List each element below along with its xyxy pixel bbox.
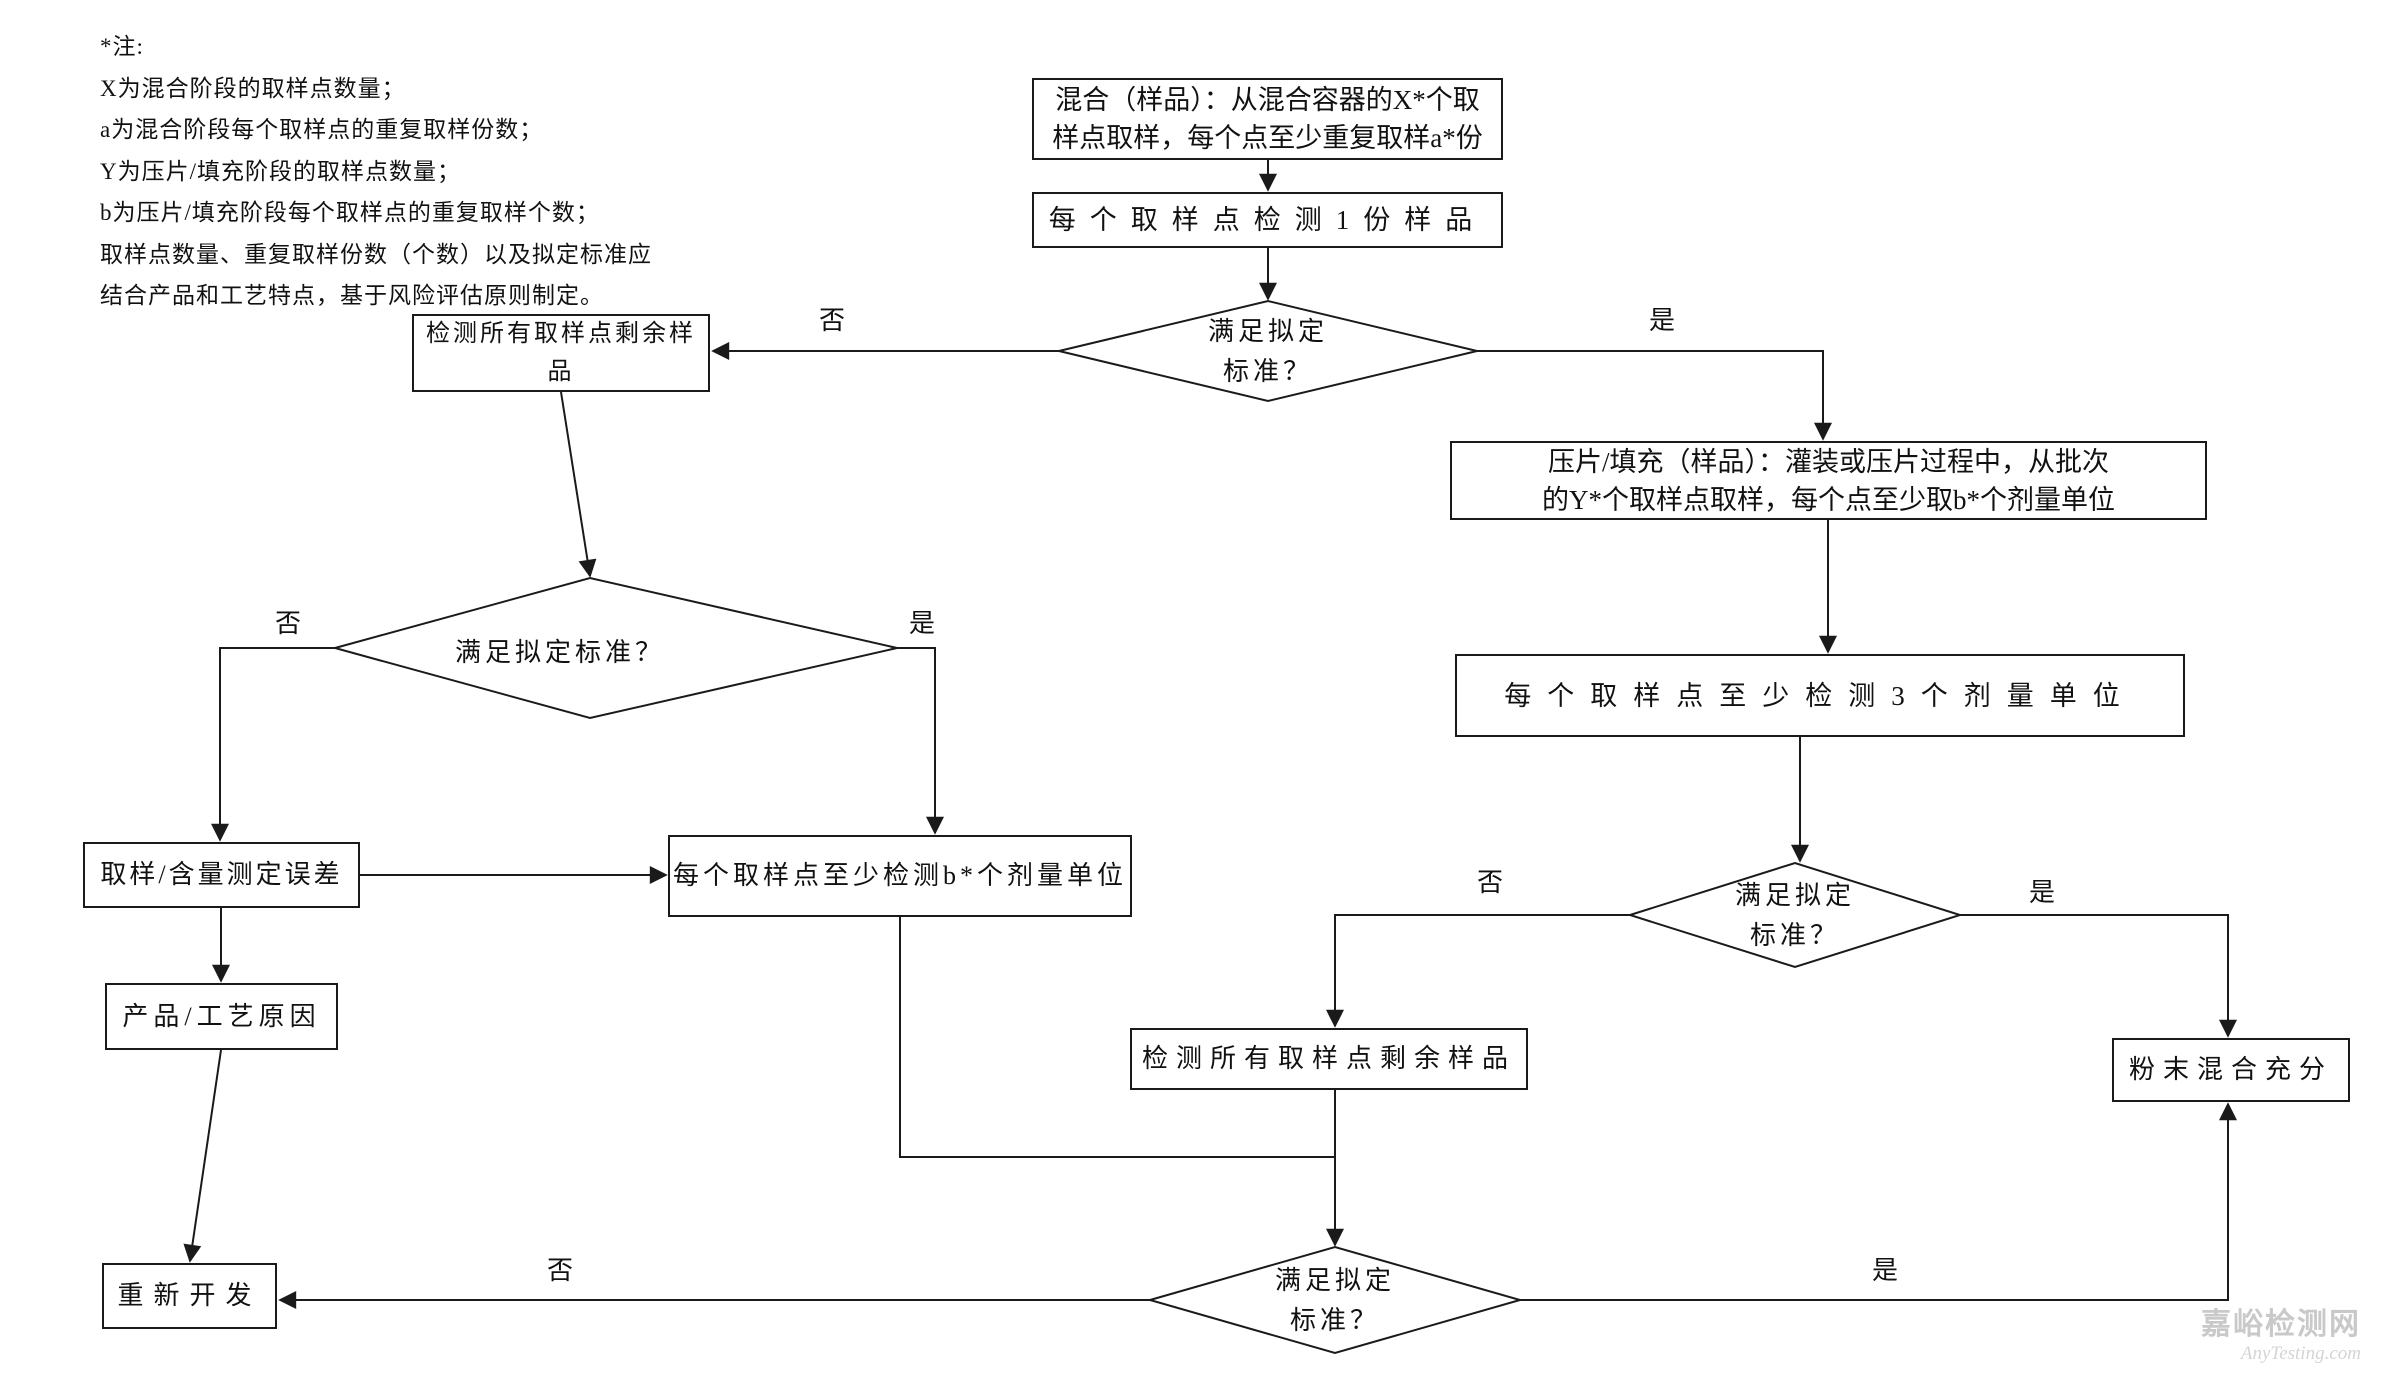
edge-remaining-to-decision2 [560, 391, 597, 578]
node-test-three-units: 每个取样点至少检测3个剂量单位 [1455, 654, 2185, 737]
node-test-remaining-top: 检测所有取样点剩余样品 [412, 314, 710, 392]
footnote-line: *注: [100, 34, 144, 59]
footnotes: *注: X为混合阶段的取样点数量； a为混合阶段每个取样点的重复取样份数； Y为… [100, 26, 652, 317]
node-sampling-assay-error: 取样/含量测定误差 [83, 842, 360, 908]
edge-reason-to-redevelop [183, 1049, 222, 1263]
edge-label-no-4: 否 [546, 1256, 573, 1285]
edge-label-yes-2: 是 [908, 609, 935, 638]
edge-decision3-yes [1960, 914, 2237, 1038]
edge-decision4-yes [1520, 1102, 2237, 1301]
edge-decision2-yes [897, 647, 944, 835]
node-mix-sample: 混合（样品）：从混合容器的X*个取 样点取样，每个点至少重复取样a*份 [1032, 78, 1503, 160]
node-test-one-sample: 每个取样点检测1份样品 [1032, 192, 1503, 248]
edge-label-yes-4: 是 [1871, 1256, 1898, 1285]
node-test-remaining-bottom: 检测所有取样点剩余样品 [1130, 1028, 1528, 1090]
decision-label-3: 满足拟定 标准？ [1734, 881, 1855, 950]
watermark-en: AnyTesting.com [2240, 1343, 2361, 1365]
edge-decision1-yes [1477, 350, 1832, 441]
edge-label-no-2: 否 [274, 609, 301, 638]
watermark-cn: 嘉峪检测网 [2201, 1308, 2361, 1342]
edge-label-no-1: 否 [818, 306, 845, 335]
node-product-process-reason: 产品/工艺原因 [105, 983, 338, 1050]
decision-label-1: 满足拟定 标准？ [1207, 317, 1328, 386]
edge-decision2-no [211, 647, 335, 842]
node-test-b-units: 每个取样点至少检测b*个剂量单位 [668, 835, 1132, 917]
decision-label-4: 满足拟定 标准？ [1274, 1266, 1395, 1335]
decision-label-2: 满足拟定标准？ [454, 638, 665, 667]
edge-label-yes-1: 是 [1648, 306, 1675, 335]
edge-bunits-join [899, 917, 1334, 1158]
node-press-fill-sample: 压片/填充（样品）：灌装或压片过程中，从批次 的Y*个取样点取样，每个点至少取b… [1450, 441, 2207, 520]
footnote-line: 结合产品和工艺特点，基于风险评估原则制定。 [100, 283, 604, 308]
edge-decision3-no [1326, 914, 1630, 1028]
watermark: 嘉峪检测网 AnyTesting.com [2201, 1307, 2361, 1366]
footnote-line: X为混合阶段的取样点数量； [100, 75, 406, 101]
node-powder-mixed: 粉末混合充分 [2112, 1038, 2350, 1102]
footnote-line: Y为压片/填充阶段的取样点数量； [100, 158, 461, 184]
node-redevelop: 重新开发 [102, 1263, 277, 1329]
footnote-line: 取样点数量、重复取样份数（个数）以及拟定标准应 [100, 241, 652, 267]
footnote-line: b为压片/填充阶段每个取样点的重复取样个数； [100, 200, 600, 225]
footnote-line: a为混合阶段每个取样点的重复取样份数； [100, 117, 544, 142]
edge-label-yes-3: 是 [2028, 878, 2055, 907]
edge-label-no-3: 否 [1476, 868, 1503, 897]
